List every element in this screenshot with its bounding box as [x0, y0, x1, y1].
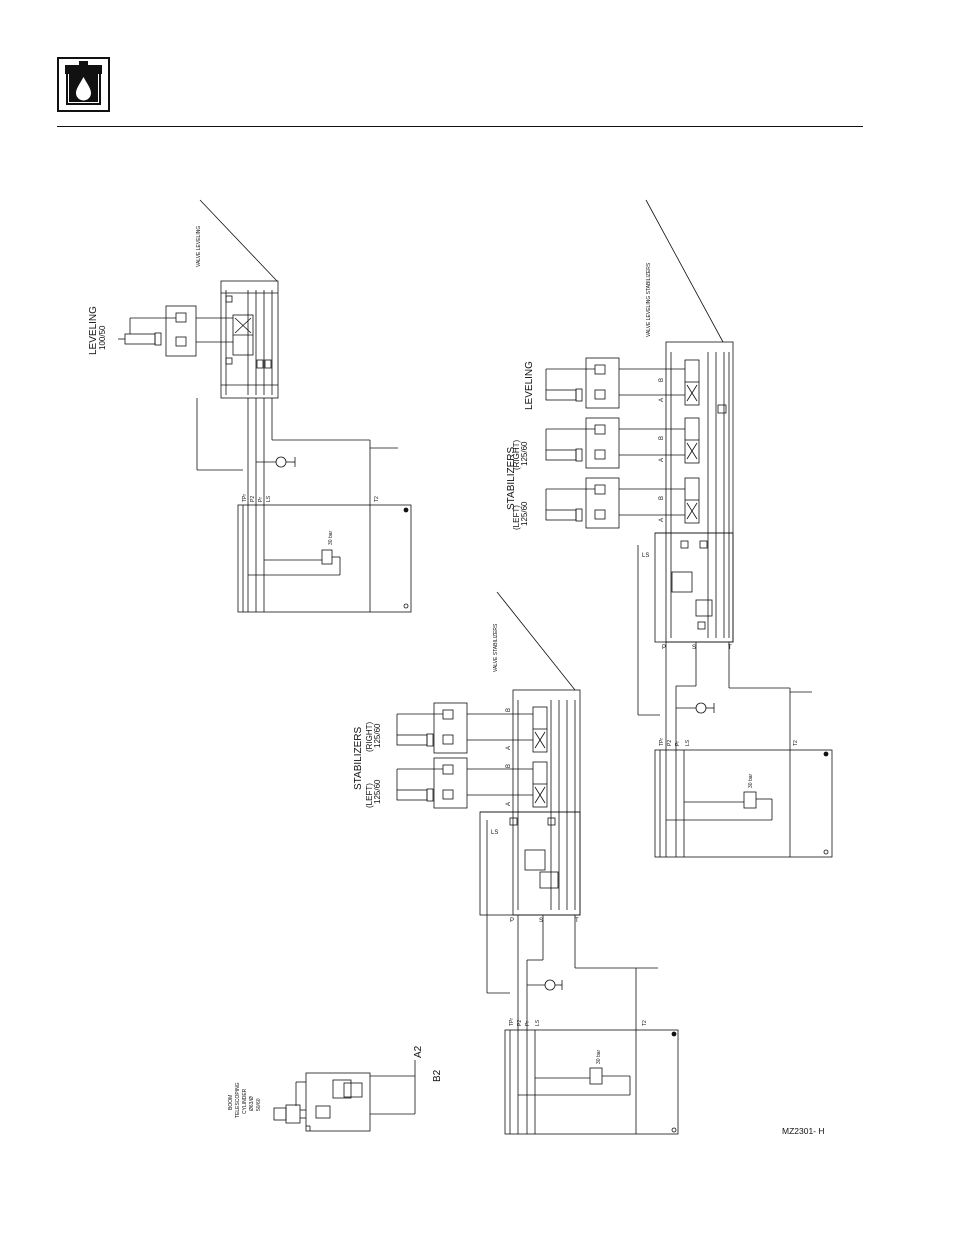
port-s-label: S: [692, 645, 696, 651]
leveling-stabilizers-circuit: [545, 199, 833, 858]
stabilizers-right-title: STABILIZERS: [506, 447, 517, 510]
port-ls-label: LS: [535, 1019, 541, 1026]
port-b-label: B: [506, 708, 512, 712]
port-a-label: A: [659, 518, 665, 522]
port-a-label: A: [659, 398, 665, 402]
port-ls-label: LS: [491, 830, 498, 836]
port-tp-label: TPr: [509, 1018, 515, 1026]
port-p-label: P: [662, 645, 666, 651]
boom-label-1: BOOM: [228, 1095, 234, 1110]
boom-label-2: TELESCOPING: [235, 1082, 241, 1118]
stabilizers-lower-left: (LEFT): [365, 783, 374, 808]
port-pr-label: Pr: [675, 741, 681, 746]
valve-leveling-stabilizers-label: VALVE LEVELING STABILIZERS: [646, 262, 652, 337]
stabilizers-lower-spec-2: 125/60: [373, 779, 382, 804]
valve-leveling-label: VALVE LEVELING: [196, 226, 202, 267]
port-ls-label: LS: [685, 739, 691, 746]
port-t-label: T: [728, 645, 732, 651]
port-b2-label: B2: [432, 1069, 443, 1082]
port-tp-label: TPr: [659, 738, 665, 746]
stabilizers-lower-title: STABILIZERS: [353, 727, 364, 790]
boom-label-5: 50/60: [256, 1098, 262, 1111]
port-b-label: B: [659, 378, 665, 382]
diagram-labels: VALVE LEVELING VALVE LEVELING STABILIZER…: [88, 226, 825, 1136]
relief-label-2: 30 bar: [596, 1049, 602, 1064]
port-p2-label: P2: [517, 1020, 523, 1026]
hydraulic-oil-drop-icon: [57, 57, 110, 112]
boom-telescoping-cylinder: [273, 1060, 416, 1132]
port-p-label: P: [510, 918, 514, 924]
boom-label-4: Ø63/Ø: [249, 1096, 255, 1111]
relief-label-1: 30 bar: [328, 530, 334, 545]
leveling-circuit: [118, 199, 412, 613]
valve-stabilizers-label: VALVE STABILIZERS: [493, 623, 499, 672]
stabilizers-right-spec-1: 125/60: [520, 441, 529, 466]
port-ls-label: LS: [266, 495, 272, 502]
port-b-label: B: [659, 436, 665, 440]
port-pr-label: Pr: [258, 497, 264, 502]
port-tp-label: TPr: [242, 494, 248, 502]
stabilizers-right-spec-2: 125/60: [520, 501, 529, 526]
port-pr-label: Pr: [525, 1021, 531, 1026]
leveling-right-label: LEVELING: [524, 361, 535, 410]
port-t2-label: T2: [642, 1020, 648, 1026]
leveling-top-label: LEVELING: [88, 306, 99, 355]
stabilizers-circuit: [396, 591, 679, 1135]
header-rule: [57, 126, 863, 127]
figure-code: MZ2301- H: [782, 1126, 825, 1136]
port-b-label: B: [659, 496, 665, 500]
stabilizers-lower-spec-1: 125/60: [373, 723, 382, 748]
port-p2-label: P2: [667, 740, 673, 746]
port-t-label: T: [575, 918, 579, 924]
port-ls-label: LS: [642, 553, 649, 559]
relief-label-3: 30 bar: [748, 773, 754, 788]
port-a-label: A: [659, 458, 665, 462]
port-a2-label: A2: [413, 1045, 424, 1058]
port-s-label: S: [539, 918, 543, 924]
port-a-label: A: [506, 746, 512, 750]
leveling-top-spec: 100/50: [98, 325, 107, 350]
port-b-label: B: [506, 764, 512, 768]
port-t2-label: T2: [374, 496, 380, 502]
stabilizers-right-left: (LEFT): [512, 505, 521, 530]
stabilizers-right-right: (RIGHT): [512, 439, 521, 470]
port-t2-label: T2: [793, 740, 799, 746]
boom-label-3: CYLINDER: [242, 1088, 248, 1114]
stabilizers-lower-right: (RIGHT): [365, 721, 374, 752]
port-a-label: A: [506, 802, 512, 806]
port-p2-label: P2: [250, 496, 256, 502]
